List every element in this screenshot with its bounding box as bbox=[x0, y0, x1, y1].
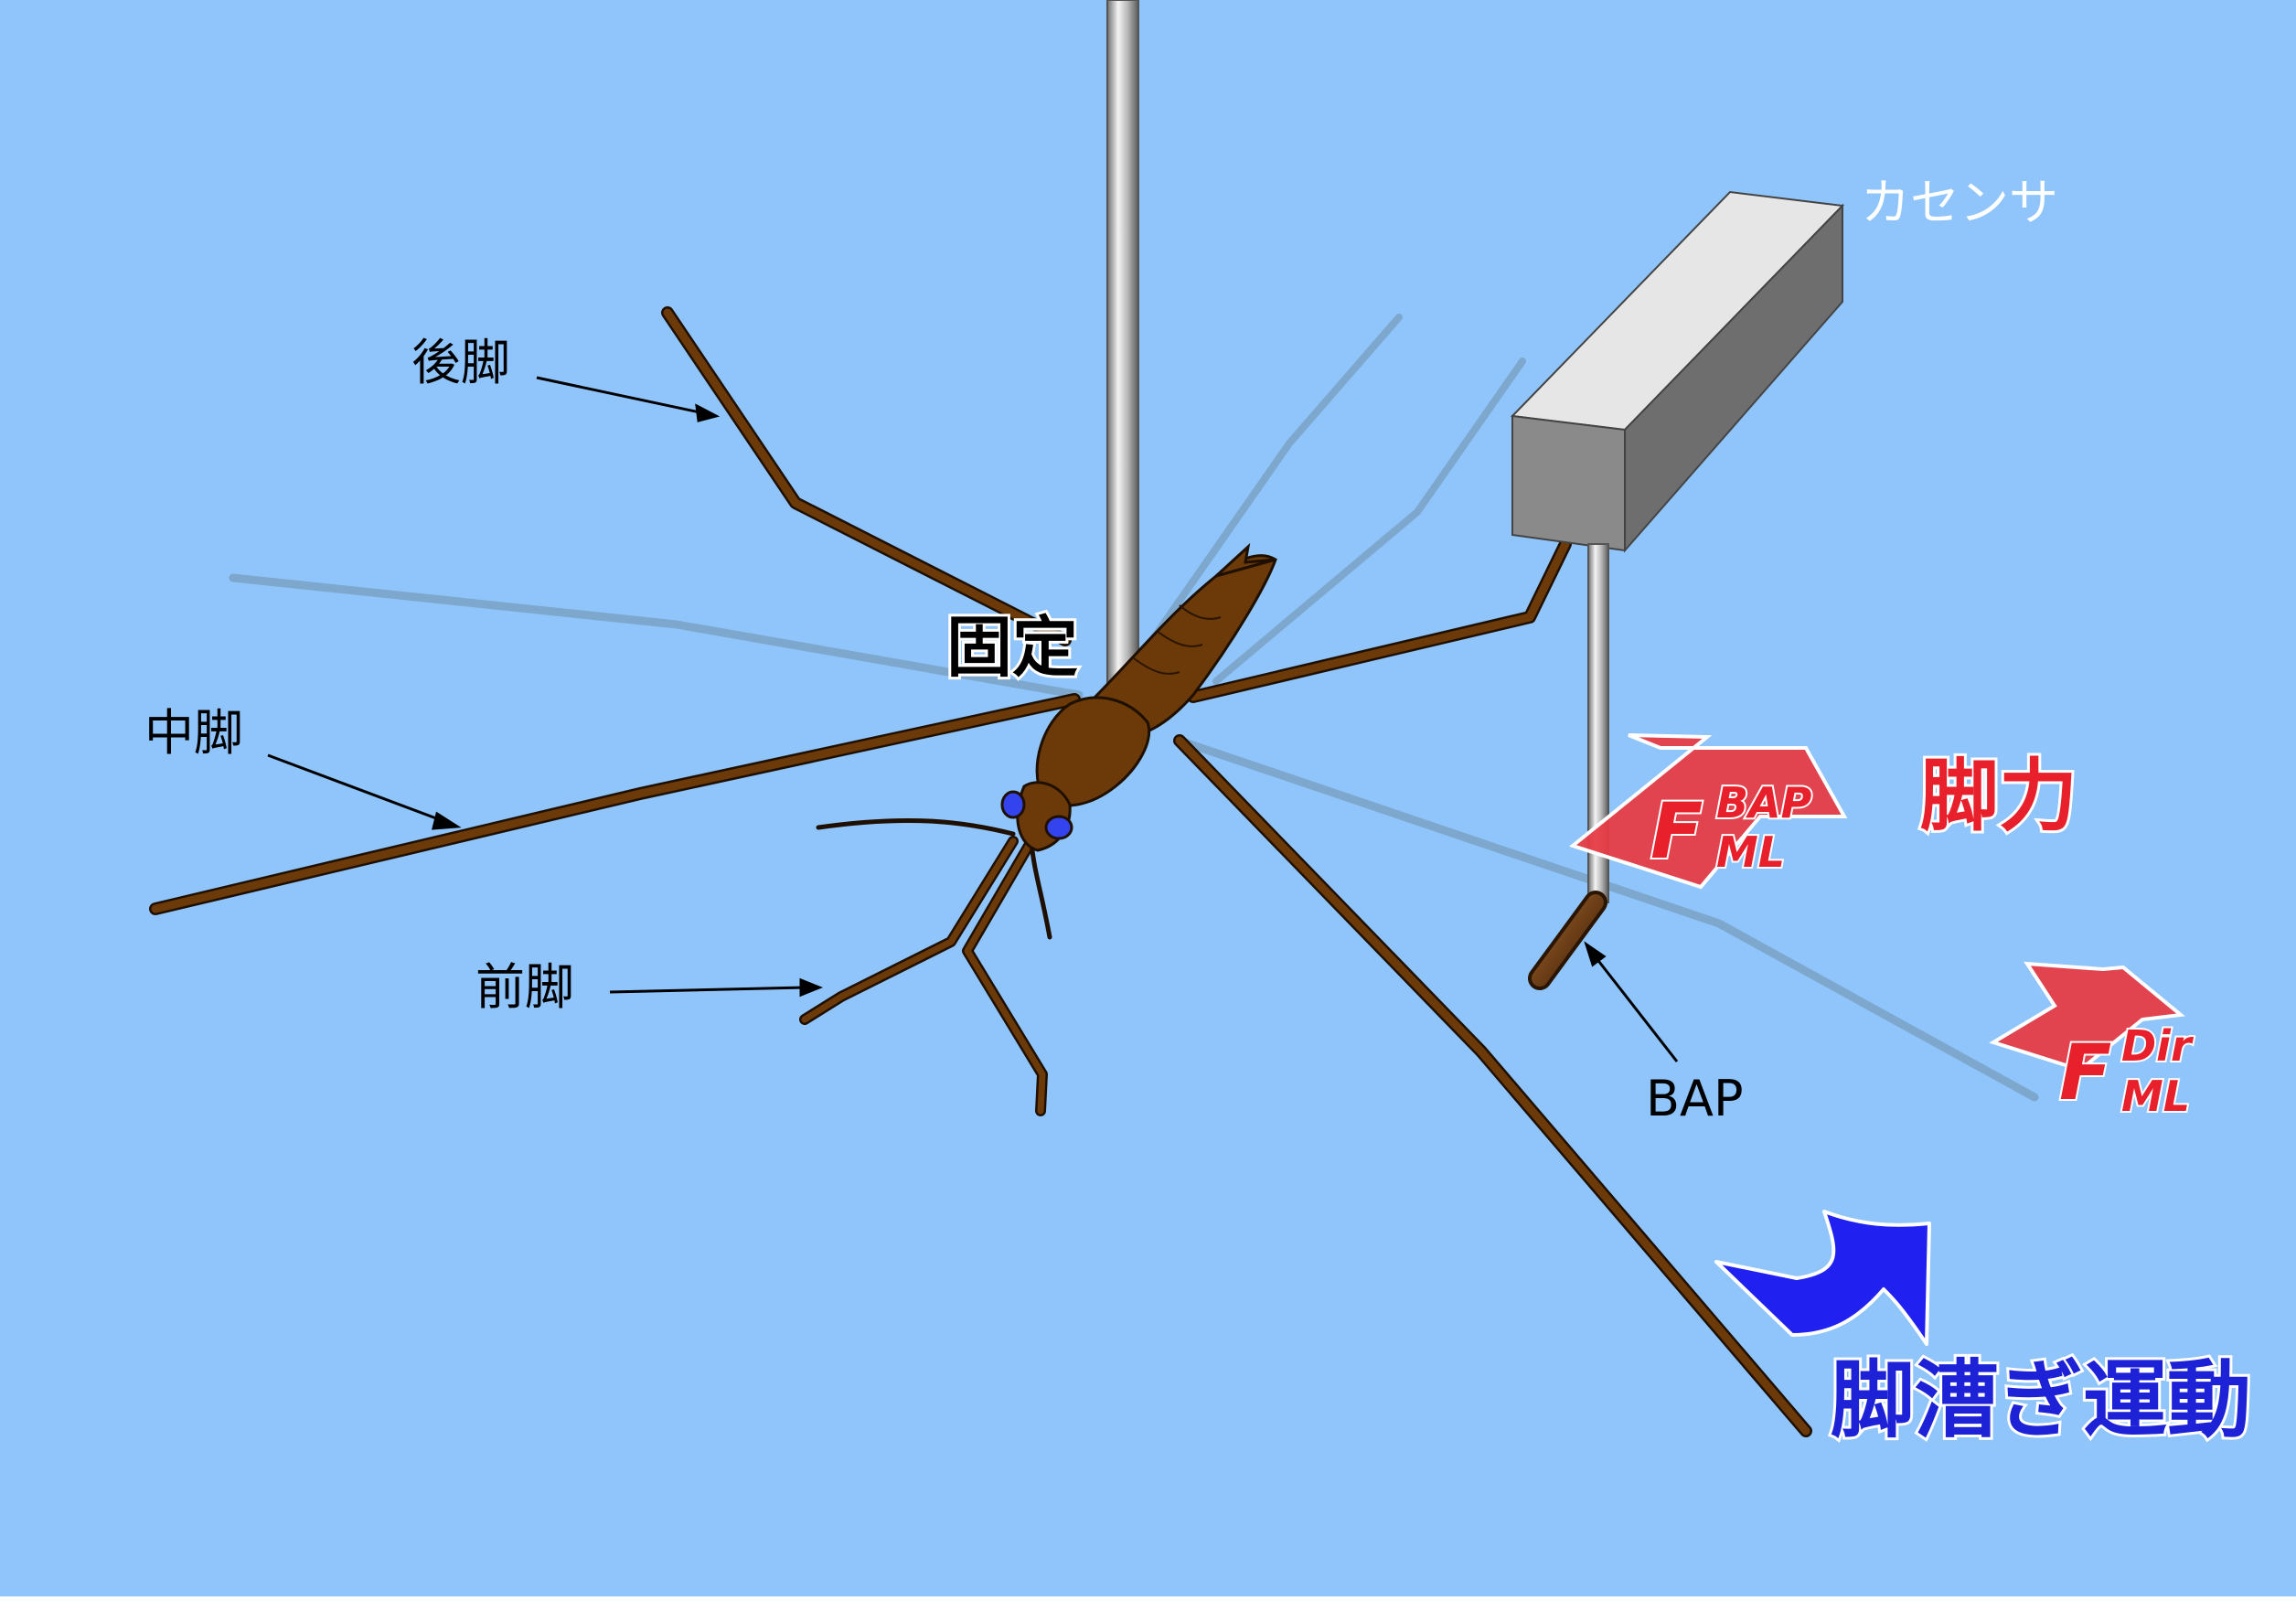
force-bap-superscript: BAP bbox=[1716, 778, 1812, 827]
force-dir-superscript: Dir bbox=[2121, 1021, 2195, 1071]
eye-right-icon bbox=[1046, 817, 1072, 838]
label-force-sensor: カセンサ bbox=[1861, 174, 2058, 231]
label-fixed: 固定 bbox=[946, 609, 1078, 686]
force-dir-label: F Dir ML bbox=[2059, 1021, 2195, 1121]
force-bap-subscript: ML bbox=[1716, 827, 1785, 877]
label-front-leg: 前脚 bbox=[475, 958, 574, 1016]
label-bap: BAP bbox=[1646, 1070, 1744, 1127]
eye-left-icon bbox=[1002, 792, 1024, 817]
sensor-front-face bbox=[1512, 416, 1625, 550]
label-leg-force: 脚力 bbox=[1920, 751, 2077, 842]
label-middle-leg: 中脚 bbox=[144, 704, 243, 762]
label-rowing-motion: 脚漕ぎ運動 bbox=[1831, 1351, 2251, 1449]
label-hind-leg: 後脚 bbox=[411, 334, 510, 391]
force-bap-symbol: F bbox=[1650, 786, 1703, 876]
fixing-rod-icon bbox=[1107, 0, 1138, 706]
force-dir-symbol: F bbox=[2059, 1028, 2111, 1117]
force-dir-subscript: ML bbox=[2121, 1072, 2190, 1121]
